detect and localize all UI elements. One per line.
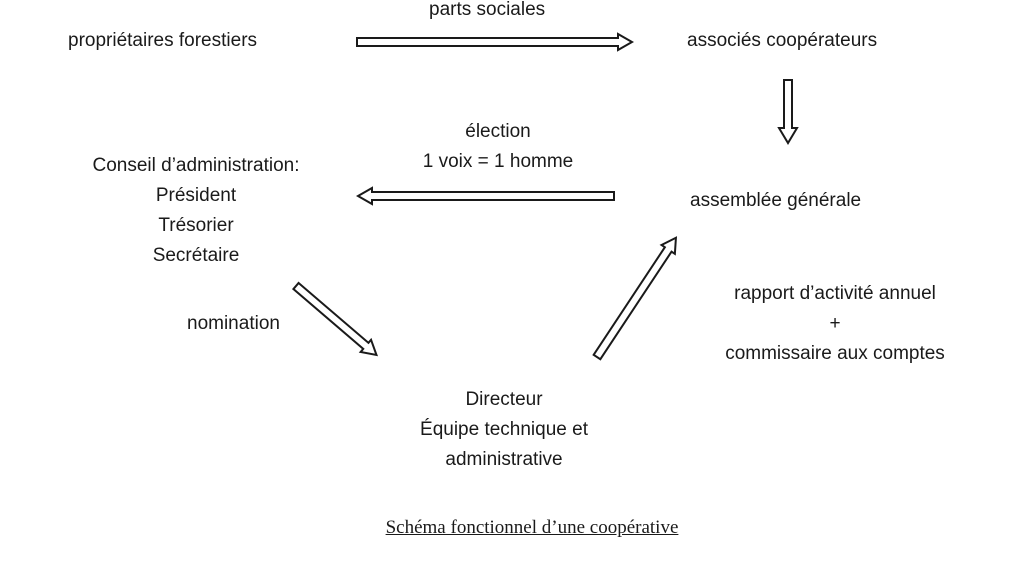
- arrow-election: [355, 186, 615, 206]
- node-directeur: Directeur Équipe technique et administra…: [374, 385, 634, 475]
- figure-caption: Schéma fonctionnel d’une coopérative: [385, 517, 679, 538]
- directeur-line-1: Directeur: [465, 389, 543, 410]
- conseil-role-president: Président: [155, 185, 237, 206]
- node-assemblee-generale: assemblée générale: [690, 190, 862, 211]
- node-proprietaires-forestiers: propriétaires forestiers: [68, 30, 258, 51]
- conseil-role-tresorier: Trésorier: [158, 215, 234, 236]
- rapport-line-2: +: [829, 313, 841, 334]
- rapport-line-3: commissaire aux comptes: [725, 343, 945, 364]
- edge-label-nomination: nomination: [187, 313, 280, 334]
- rapport-line-1: rapport d’activité annuel: [734, 283, 936, 304]
- node-conseil-administration: Conseil d’administration: Président Trés…: [68, 151, 324, 271]
- directeur-line-2: Équipe technique et: [420, 419, 588, 440]
- arrow-parts-sociales: [356, 32, 635, 52]
- conseil-title: Conseil d’administration:: [92, 155, 300, 176]
- conseil-role-secretaire: Secrétaire: [152, 245, 240, 266]
- arrow-nomination: [291, 281, 379, 357]
- arrow-rapport: [592, 236, 678, 361]
- election-line-1: élection: [465, 121, 531, 142]
- election-line-2: 1 voix = 1 homme: [422, 151, 574, 172]
- directeur-line-3: administrative: [445, 449, 563, 470]
- edge-label-election: élection 1 voix = 1 homme: [388, 117, 608, 177]
- node-associes-cooperateurs: associés coopérateurs: [687, 30, 878, 51]
- edge-label-parts-sociales: parts sociales: [429, 0, 546, 20]
- edge-label-rapport: rapport d’activité annuel + commissaire …: [690, 279, 980, 369]
- arrow-associes-to-assemblee: [777, 79, 799, 145]
